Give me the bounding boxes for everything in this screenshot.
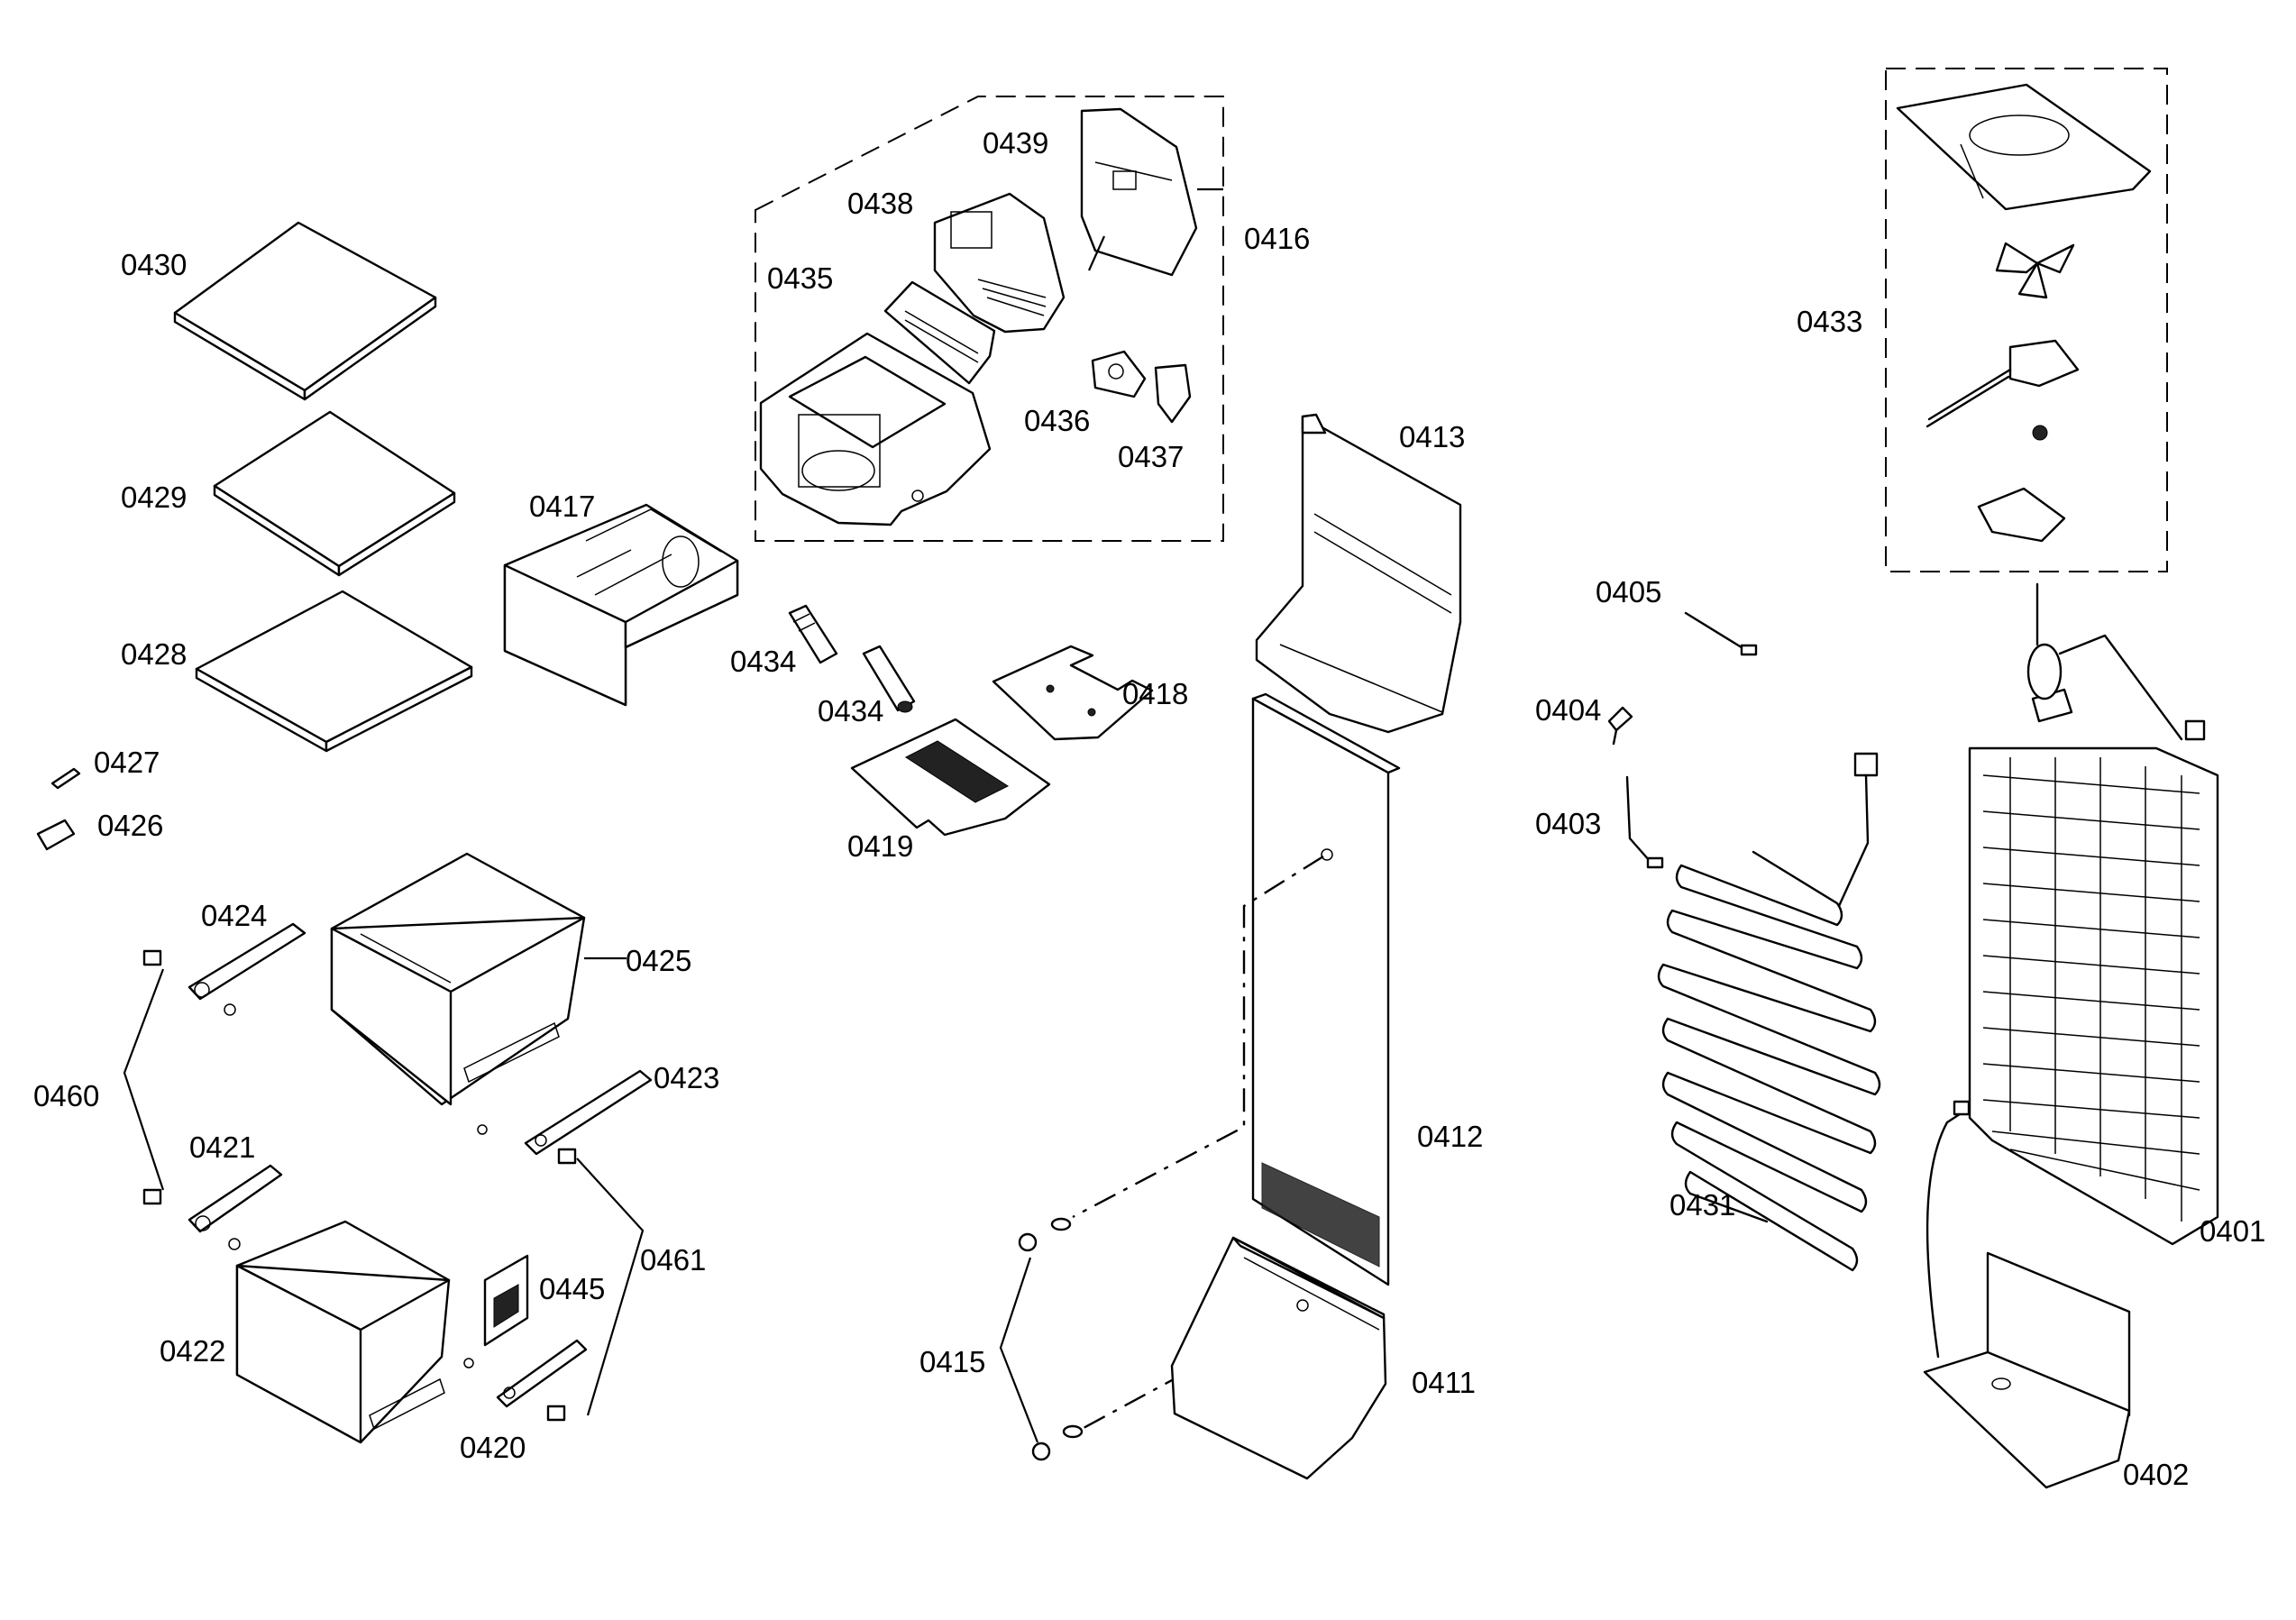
label-0411: 0411 <box>1412 1366 1476 1399</box>
label-0437: 0437 <box>1118 440 1184 473</box>
crisper-drawer-0422[interactable] <box>235 1220 451 1444</box>
clip-0461-a[interactable] <box>557 1148 577 1165</box>
label-0460: 0460 <box>33 1079 99 1112</box>
label-0425: 0425 <box>626 944 691 977</box>
tray-0418[interactable] <box>992 645 1154 741</box>
air-duct-0413[interactable] <box>1255 413 1462 734</box>
panel-0435[interactable] <box>883 280 996 385</box>
back-panel-0412[interactable] <box>1251 692 1401 1286</box>
label-0416: 0416 <box>1244 222 1310 255</box>
label-0403: 0403 <box>1535 807 1601 840</box>
label-0426: 0426 <box>97 809 163 842</box>
valve-0437[interactable] <box>1154 363 1192 424</box>
part-labels: 0430 0429 0428 0427 0426 0424 0425 0460 … <box>33 126 2265 1491</box>
slide-rail-0421[interactable] <box>188 1164 283 1250</box>
screw-0420 <box>463 1358 474 1368</box>
clip-0461-b[interactable] <box>546 1405 566 1422</box>
label-0427: 0427 <box>94 746 160 779</box>
sensor-0403[interactable] <box>1625 775 1664 869</box>
label-0424: 0424 <box>201 899 267 932</box>
label-0431: 0431 <box>1669 1188 1735 1222</box>
drain-pan-0402[interactable] <box>1923 1100 2131 1489</box>
label-0421: 0421 <box>189 1130 255 1164</box>
fan-assembly-0433-outline <box>1885 68 2168 572</box>
label-0430: 0430 <box>121 248 187 281</box>
label-0402: 0402 <box>2123 1458 2189 1491</box>
slide-rail-0423[interactable] <box>524 1069 653 1156</box>
fan-blade[interactable] <box>1995 242 2075 299</box>
grommet-0415-b[interactable] <box>1031 1442 1051 1461</box>
label-0404: 0404 <box>1535 693 1601 727</box>
screw-0423 <box>477 1124 488 1135</box>
coil-0431[interactable] <box>1657 752 1881 1272</box>
clip-0426[interactable] <box>36 819 76 851</box>
fan-shroud[interactable] <box>1896 83 2152 211</box>
shelf-0428[interactable] <box>195 590 473 753</box>
shelf-0429[interactable] <box>213 410 456 577</box>
label-0433: 0433 <box>1797 305 1862 338</box>
bracket-0439[interactable] <box>1080 107 1198 277</box>
ice-bucket-0417[interactable] <box>503 503 739 707</box>
label-0422: 0422 <box>160 1334 225 1368</box>
leader-lines <box>123 188 1223 1443</box>
label-0439: 0439 <box>983 126 1048 160</box>
label-0419: 0419 <box>847 829 913 863</box>
icemaker-housing[interactable] <box>759 332 992 526</box>
cover-0445[interactable] <box>483 1254 529 1347</box>
shelf-0430[interactable] <box>173 221 437 401</box>
lower-duct-0411[interactable] <box>1170 1236 1387 1480</box>
label-0420: 0420 <box>460 1431 526 1464</box>
motor-0436[interactable] <box>1091 350 1147 398</box>
icemaker-group-0416-outline <box>755 96 1224 542</box>
label-0413: 0413 <box>1399 420 1465 453</box>
label-0434-b: 0434 <box>818 694 883 728</box>
label-0429: 0429 <box>121 481 187 514</box>
label-0461: 0461 <box>640 1243 706 1277</box>
label-0436: 0436 <box>1024 404 1090 437</box>
clip-0404[interactable] <box>1607 706 1633 746</box>
auger-0434-b[interactable] <box>862 645 916 713</box>
label-0405: 0405 <box>1596 575 1661 609</box>
ice-maker-0438[interactable] <box>933 192 1066 334</box>
label-0412: 0412 <box>1417 1120 1483 1153</box>
crisper-drawer-0425[interactable] <box>330 852 586 1106</box>
screw-0415-a[interactable] <box>1050 1217 1072 1231</box>
slide-rail-0420[interactable] <box>496 1339 588 1408</box>
label-0438: 0438 <box>847 187 913 220</box>
label-0401: 0401 <box>2200 1214 2265 1248</box>
label-0418: 0418 <box>1122 677 1188 710</box>
auger-0434-a[interactable] <box>788 604 838 664</box>
slide-rail-0424[interactable] <box>188 922 306 1016</box>
label-0428: 0428 <box>121 637 187 671</box>
shelf-pin-0427[interactable] <box>50 767 81 790</box>
label-0415: 0415 <box>919 1345 985 1378</box>
label-0434-a: 0434 <box>730 645 796 678</box>
clip-0460-a[interactable] <box>142 949 162 966</box>
fan-motor[interactable] <box>1926 339 2080 428</box>
label-0445: 0445 <box>539 1272 605 1305</box>
grommet-0415-a[interactable] <box>1018 1232 1038 1252</box>
label-0435: 0435 <box>767 261 833 295</box>
motor-mount[interactable] <box>1977 425 2066 543</box>
clip-0460-b[interactable] <box>142 1188 162 1205</box>
label-0423: 0423 <box>654 1061 719 1094</box>
sensor-0405[interactable] <box>1684 611 1758 656</box>
evaporator-0401[interactable] <box>1968 582 2219 1246</box>
label-0417: 0417 <box>529 490 595 523</box>
screw-0415-b[interactable] <box>1062 1424 1084 1439</box>
plate-0419[interactable] <box>850 718 1051 837</box>
screw-axis-upper <box>1072 855 1324 1219</box>
